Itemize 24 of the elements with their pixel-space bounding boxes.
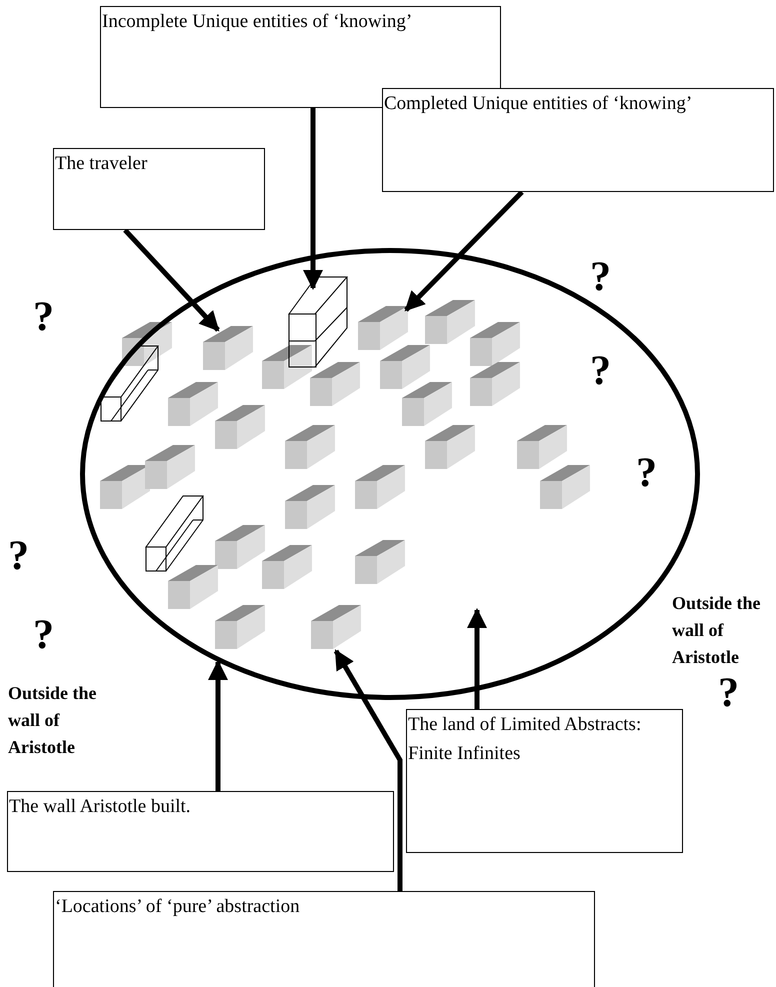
question-mark: ? — [590, 350, 611, 392]
arrow — [334, 649, 402, 891]
arrow — [303, 108, 323, 290]
outline-block-icon — [288, 276, 348, 368]
callout-box: ‘Locations’ of ‘pure’ abstraction — [53, 891, 595, 987]
callout-box: Completed Unique entities of ‘knowing’ — [382, 88, 774, 192]
block-icon — [358, 306, 408, 352]
callout-box: The wall Aristotle built. — [7, 791, 394, 872]
question-mark: ? — [33, 296, 54, 338]
block-icon — [311, 605, 361, 651]
callout-box: The land of Limited Abstracts: Finite Infinites — [406, 709, 683, 853]
question-mark: ? — [8, 535, 29, 577]
arrow — [404, 190, 524, 312]
question-mark: ? — [590, 256, 611, 298]
arrow — [467, 608, 487, 709]
callout-box: The traveler — [53, 148, 265, 230]
question-mark: ? — [636, 452, 657, 494]
region-label: Outside the wall of Aristotle — [672, 592, 762, 669]
question-mark: ? — [33, 614, 54, 656]
region-label: Outside the wall of Aristotle — [8, 682, 98, 759]
block-icon — [203, 326, 253, 372]
question-mark: ? — [718, 672, 739, 714]
arrow — [123, 228, 220, 332]
arrow — [208, 660, 228, 791]
